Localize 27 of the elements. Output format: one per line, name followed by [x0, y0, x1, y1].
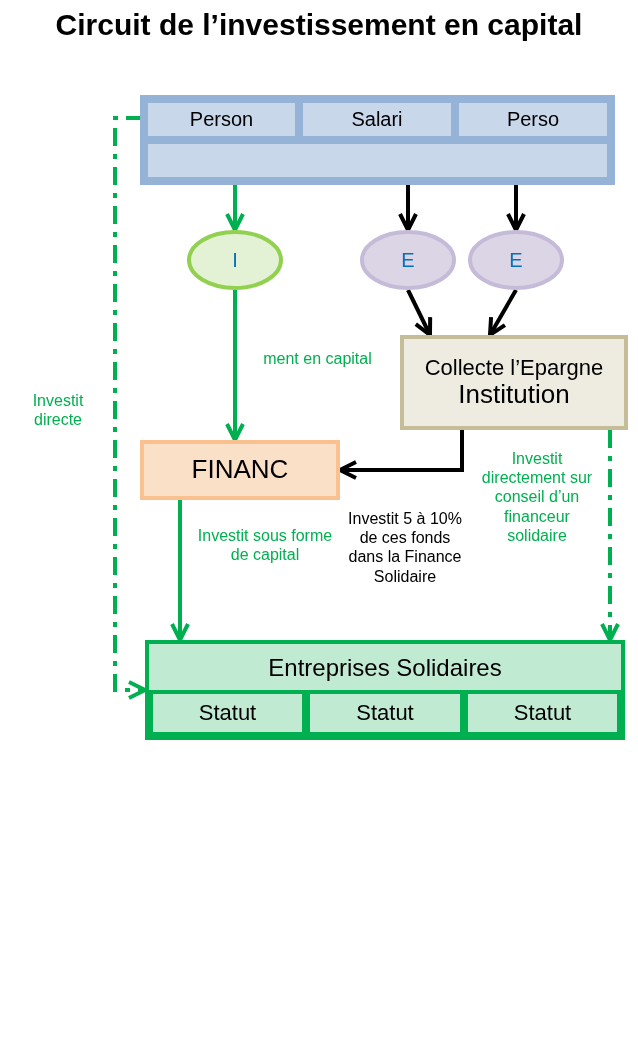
- arrow: [170, 500, 190, 642]
- table-box: [145, 640, 625, 740]
- node-text: Entreprises Solidaires: [268, 654, 502, 682]
- node-text: E: [401, 248, 415, 272]
- arrow: [113, 116, 147, 700]
- ellipse-node: [360, 230, 456, 290]
- node-text: Person: [189, 108, 254, 131]
- node-text: E: [509, 248, 523, 272]
- arrow: [600, 430, 620, 642]
- node-text: Perso: [506, 108, 560, 131]
- arrow: [406, 289, 433, 337]
- node-text: Institution: [458, 380, 570, 411]
- arrow: [488, 289, 518, 337]
- process-box: [140, 440, 340, 500]
- node-text: FINANC: [191, 455, 289, 485]
- diagram-title: Circuit de l’investissement en capital: [54, 8, 584, 43]
- node-text: I: [232, 248, 238, 272]
- node-text: Salari: [351, 108, 403, 131]
- ellipse-node: [468, 230, 564, 290]
- node-text: Statut: [356, 700, 414, 726]
- process-box: [400, 335, 628, 430]
- arrow: [225, 290, 245, 442]
- ellipse-node: [187, 230, 283, 290]
- node-text: Statut: [513, 700, 572, 726]
- node-text: Statut: [198, 700, 257, 726]
- box-shape: [140, 95, 615, 185]
- node-text: Collecte l’Epargne: [424, 354, 604, 381]
